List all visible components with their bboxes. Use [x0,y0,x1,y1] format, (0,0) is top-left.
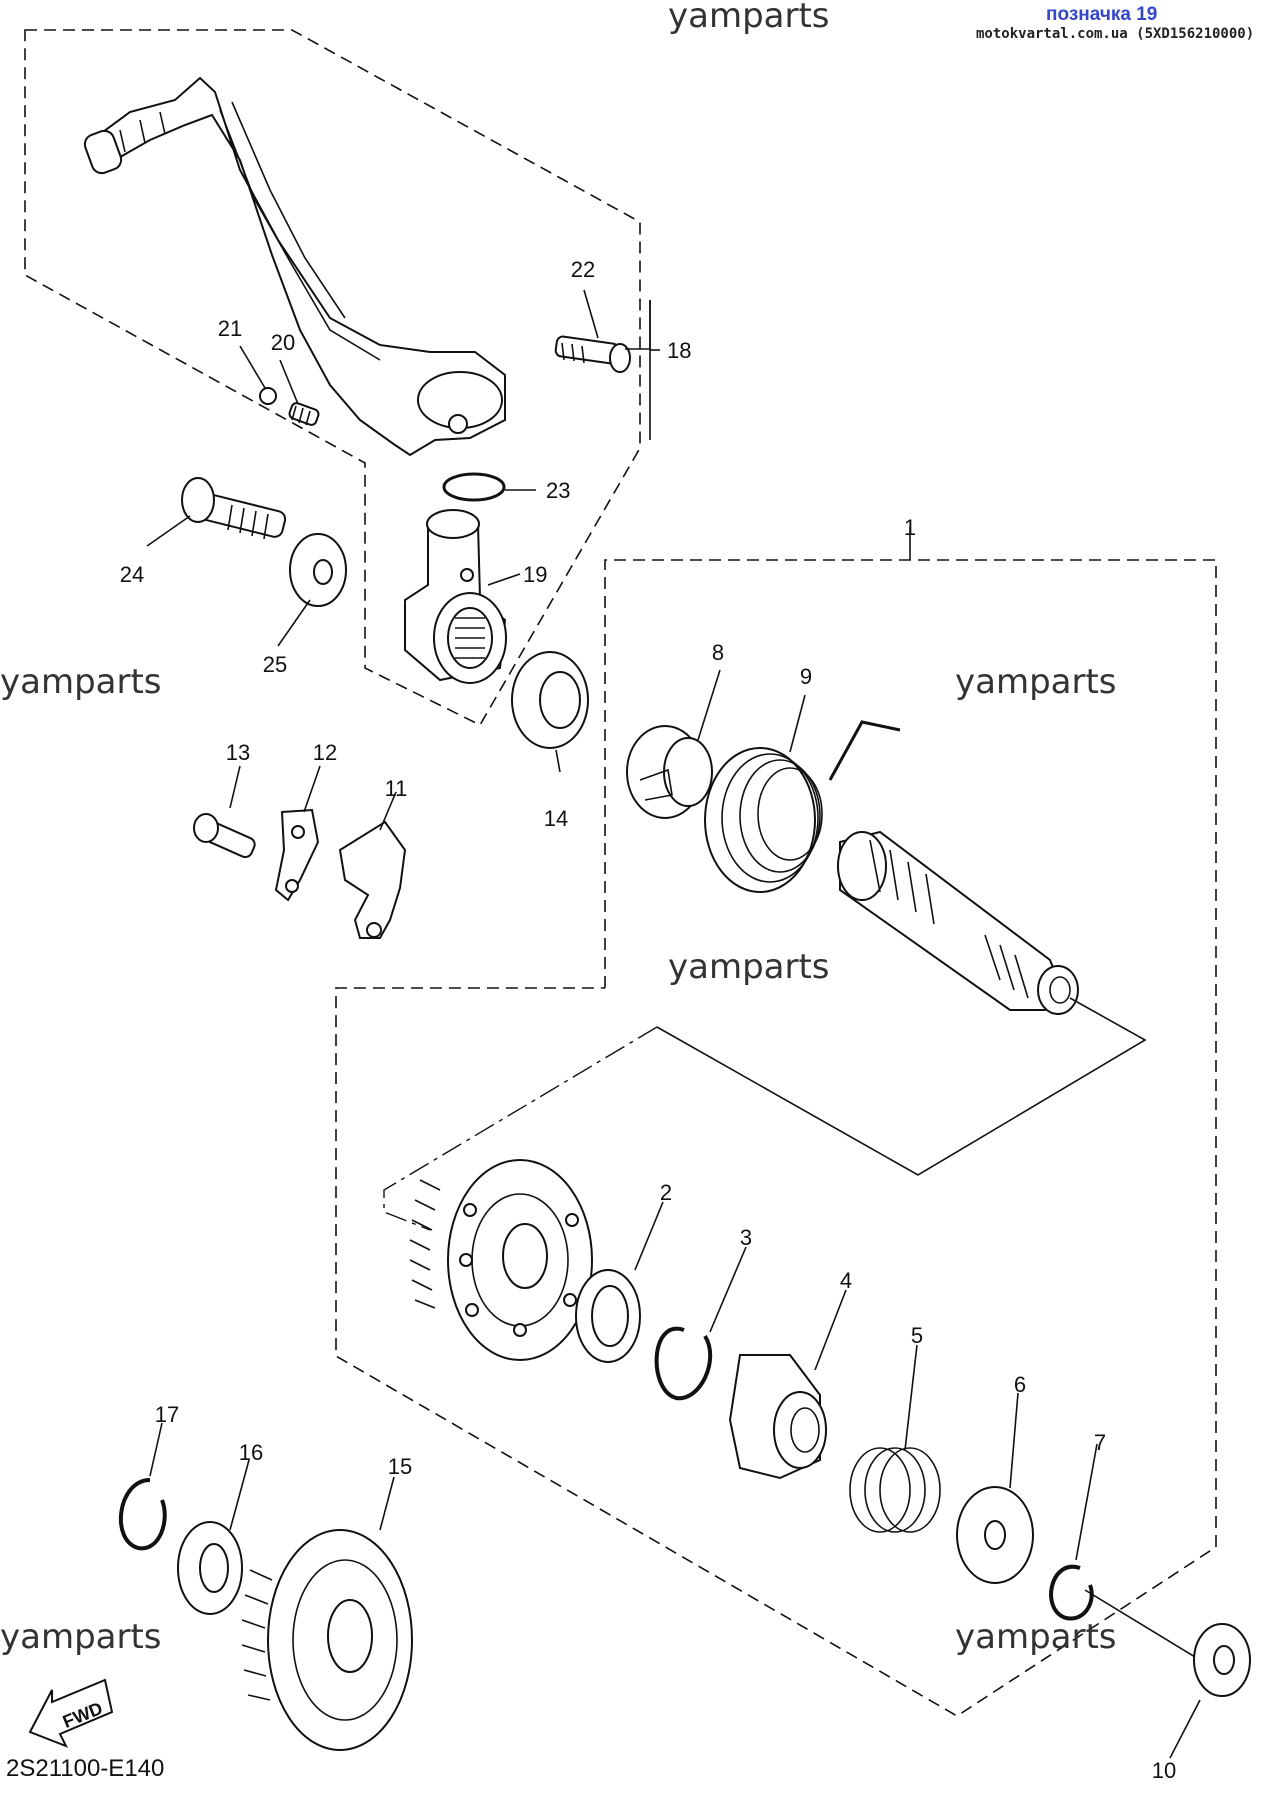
washer-2 [575,1269,641,1363]
callout-5: 5 [911,1323,923,1348]
kick-gear [409,1159,593,1361]
callout-6: 6 [1014,1372,1026,1397]
watermark: yamparts [668,947,830,987]
callout-16: 16 [239,1440,263,1465]
bolt-24 [181,477,287,540]
callout-20: 20 [271,330,295,355]
watermark: yamparts [955,1617,1117,1657]
callout-4: 4 [840,1268,852,1293]
callout-15: 15 [388,1454,412,1479]
spring-20 [288,402,320,426]
kick-boss-19 [404,509,507,684]
washer-6 [956,1486,1034,1584]
torsion-spring-9 [704,720,901,893]
kick-lever-group-outline [24,29,641,727]
callout-25: 25 [263,652,287,677]
callout-8: 8 [712,640,724,665]
callout-17: 17 [155,1402,179,1427]
circlip-7 [1049,1564,1094,1621]
callout-24: 24 [120,562,144,587]
callout-14: 14 [544,806,568,831]
watermark: yamparts [0,662,162,702]
kick-lever [83,76,506,457]
oil-seal-14 [511,651,589,749]
leader-lines [146,289,1201,1759]
bolt-22 [554,335,631,373]
kick-axle-assembly-outline [335,559,1217,1717]
washer-25 [289,533,347,607]
callout-21: 21 [218,316,242,341]
callout-1: 1 [904,515,916,540]
header-tag[interactable]: позначка 19 [1046,4,1158,25]
watermark: yamparts [668,0,830,36]
callout-23: 23 [546,478,570,503]
clip-23 [442,472,506,502]
fwd-arrow-icon: FWD [28,1678,114,1748]
spring-5 [849,1447,941,1533]
callout-7: 7 [1094,1430,1106,1455]
washer-10 [1193,1623,1251,1697]
callout-9: 9 [800,664,812,689]
watermark: yamparts [0,1617,162,1657]
callout-22: 22 [571,257,595,282]
ratchet-4 [728,1354,827,1480]
header-source: motokvartal.com.ua (5XD156210000) [976,26,1255,42]
axis-line-gear [383,1026,658,1231]
circlip-3 [654,1326,713,1401]
callout-19: 19 [523,562,547,587]
ball-21 [259,387,277,405]
callout-11: 11 [385,776,408,801]
stopper-11 [338,820,407,939]
watermark: yamparts [955,662,1117,702]
callout-13: 13 [226,740,250,765]
axis-line-upper [656,997,1147,1176]
kick-axle [837,830,1079,1015]
callout-12: 12 [313,740,337,765]
callout-2: 2 [660,1180,672,1205]
washer-16 [177,1521,243,1615]
diagram-code: 2S21100-E140 [6,1755,165,1782]
callout-3: 3 [740,1225,752,1250]
circlip-17 [118,1478,167,1551]
bolt-13 [193,813,256,859]
callout-10: 10 [1152,1758,1176,1783]
plate-12 [274,808,320,902]
callout-numbers: 22 18 21 20 23 19 24 25 14 8 9 1 13 12 1… [120,257,1176,1783]
callout-18: 18 [667,338,691,363]
axis-line-lower [1084,1589,1201,1661]
collar-8 [626,725,713,819]
idle-gear-15 [241,1529,413,1751]
